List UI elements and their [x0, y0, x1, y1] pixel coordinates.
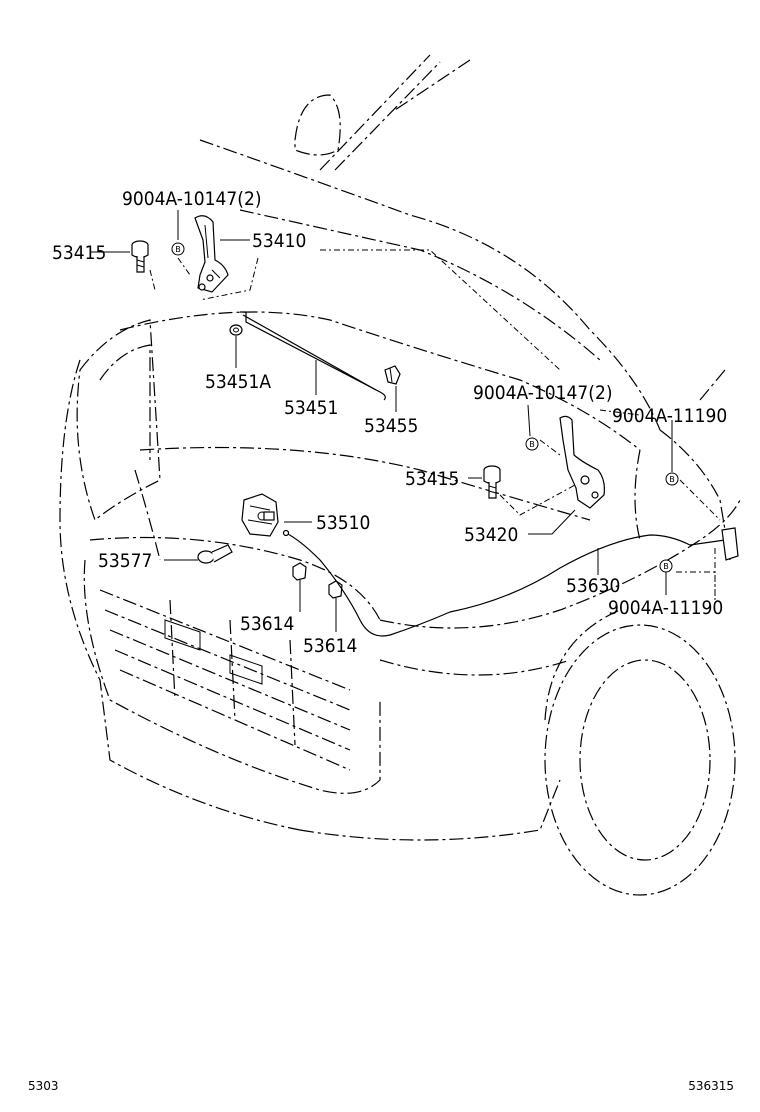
leader-lines [90, 210, 721, 632]
label-support-rod: 53451 [284, 397, 338, 419]
label-cushion: 53451A [205, 371, 271, 393]
footer: 5303 536315 [28, 1079, 734, 1093]
clamp-a-part [292, 562, 307, 581]
label-lock-bolt: 53577 [98, 550, 152, 572]
b-marker-1: B [171, 242, 185, 256]
svg-text:B: B [175, 245, 181, 254]
lock-part [241, 493, 279, 537]
footer-right-code: 536315 [688, 1079, 734, 1093]
vehicle-body-outline [59, 54, 741, 896]
b-marker-2: B [525, 437, 539, 451]
label-cable: 53630 [566, 575, 620, 597]
grille [99, 589, 351, 771]
part-labels: 9004A-10147(2) 53415 53410 53451A 53451 … [52, 188, 727, 657]
label-clamp-a: 53614 [240, 613, 294, 635]
hinge-left-part [194, 215, 229, 293]
clamp-b-part [328, 580, 343, 599]
label-rod-holder: 53455 [364, 415, 418, 437]
lock-bolt-part [197, 544, 233, 564]
label-bolt-hinge-upper: 9004A-10147(2) [122, 188, 262, 210]
svg-text:B: B [669, 475, 675, 484]
label-hinge-right: 53420 [464, 524, 518, 546]
cable-part [282, 527, 739, 637]
svg-text:B: B [663, 562, 669, 571]
cushion-part [229, 324, 243, 336]
hinge-right-part [559, 415, 605, 509]
label-bolt-right: 53415 [405, 468, 459, 490]
b-marker-4: B [659, 559, 673, 573]
label-bolt-left: 53415 [52, 242, 106, 264]
footer-left-code: 5303 [28, 1079, 59, 1093]
label-bolt-cable-upper: 9004A-11190 [612, 405, 727, 427]
label-bolt-hinge-right: 9004A-10147(2) [473, 382, 613, 404]
label-clamp-b: 53614 [303, 635, 357, 657]
rod-holder-part [384, 365, 401, 385]
label-hinge-left: 53410 [252, 230, 306, 252]
parts [131, 215, 739, 637]
label-bolt-cable-lower: 9004A-11190 [608, 597, 723, 619]
svg-text:B: B [529, 440, 535, 449]
b-markers: B B B B [171, 242, 679, 573]
support-rod-part [240, 311, 386, 401]
b-marker-3: B [665, 472, 679, 486]
label-lock: 53510 [316, 512, 370, 534]
bolt-right-part [483, 465, 501, 499]
bolt-left-part [131, 240, 149, 273]
